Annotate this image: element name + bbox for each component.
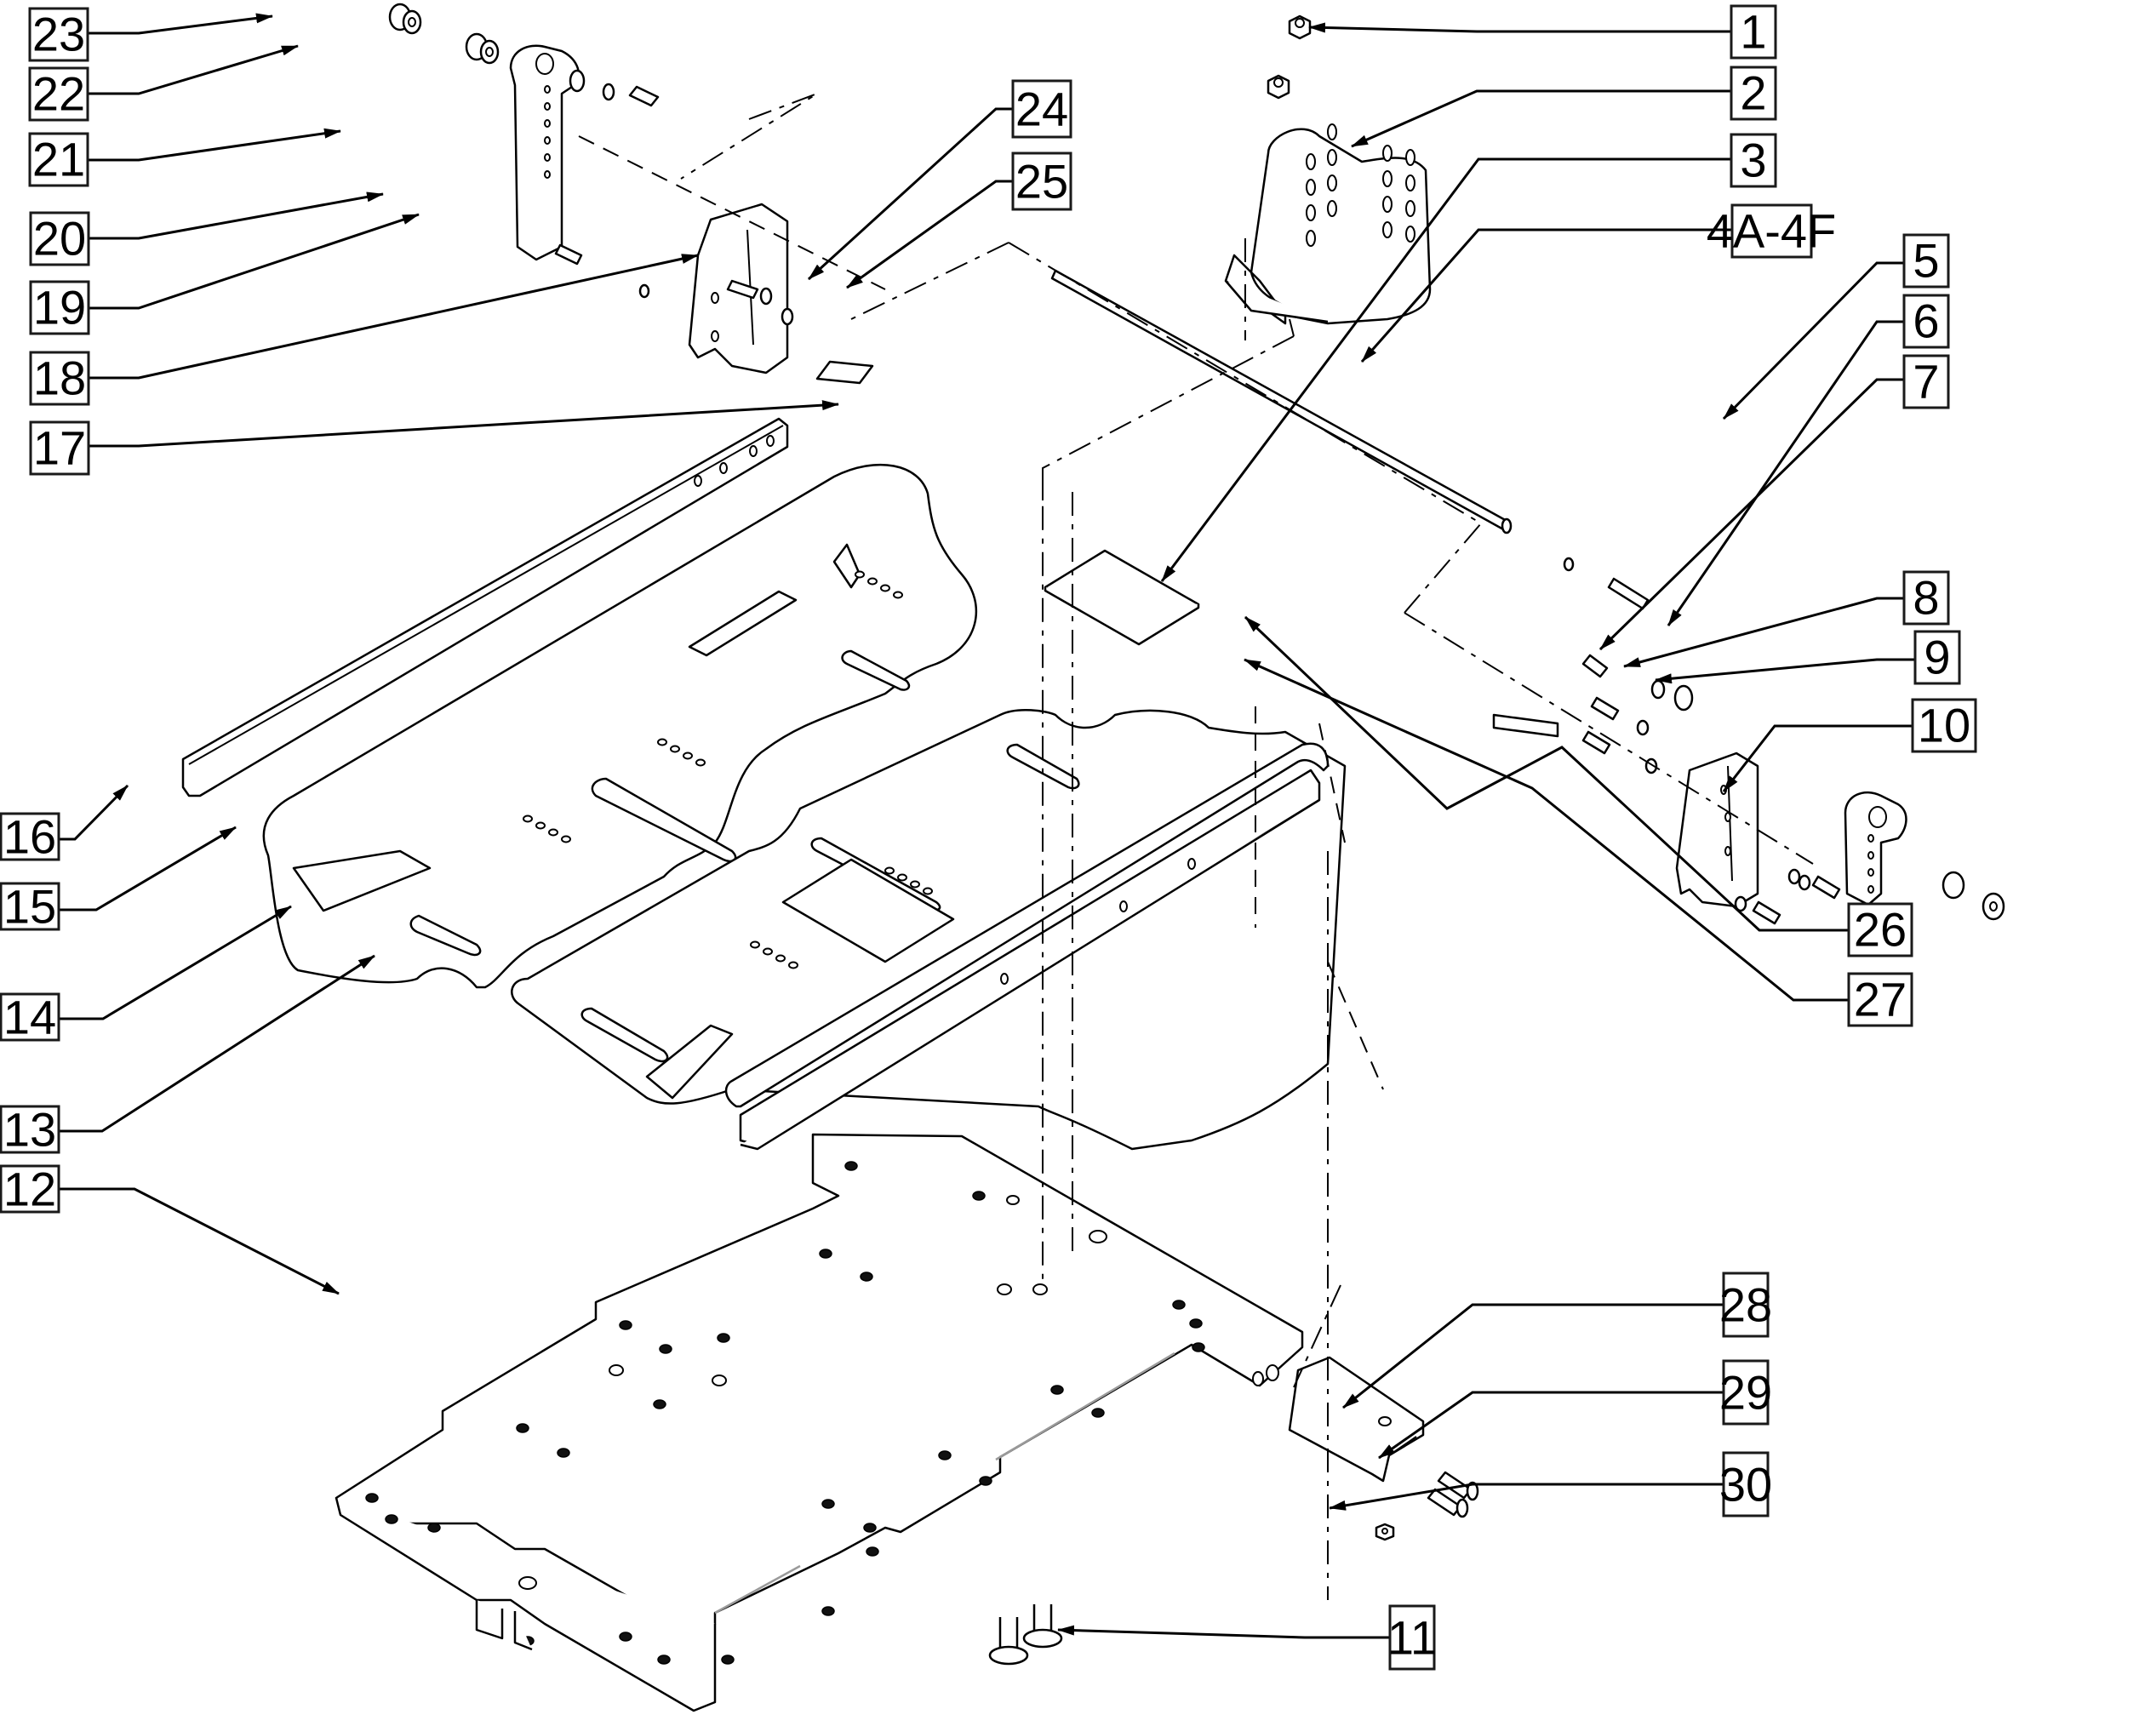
left-hardware — [554, 69, 874, 385]
callout-6[interactable]: 6 — [1667, 294, 1950, 626]
pad-part — [1044, 549, 1200, 646]
callout-5[interactable]: 5 — [1722, 233, 1950, 420]
callout-15[interactable]: 15 — [0, 826, 237, 934]
svg-text:12: 12 — [3, 1163, 56, 1216]
svg-text:23: 23 — [32, 8, 85, 61]
svg-text:30: 30 — [1719, 1458, 1772, 1512]
right-adjustment-arm-part — [1844, 791, 1907, 906]
callout-10[interactable]: 10 — [1722, 698, 1977, 792]
svg-text:27: 27 — [1854, 973, 1907, 1026]
callout-17[interactable]: 17 — [29, 400, 839, 476]
bracket-holes — [1306, 123, 1415, 247]
svg-text:20: 20 — [33, 212, 86, 266]
callout-26[interactable]: 26 — [1244, 615, 1913, 957]
callout-16[interactable]: 16 — [0, 784, 129, 864]
callout-8[interactable]: 8 — [1623, 570, 1950, 668]
svg-text:3: 3 — [1740, 134, 1766, 187]
left-seat-pan-part — [262, 464, 978, 989]
svg-text:17: 17 — [33, 421, 86, 475]
callout-4A-4F[interactable]: 4A-4F — [1360, 203, 1837, 363]
callout-20[interactable]: 20 — [29, 191, 384, 266]
callout-30[interactable]: 30 — [1329, 1451, 1772, 1517]
svg-text:6: 6 — [1913, 294, 1939, 348]
svg-text:29: 29 — [1719, 1366, 1772, 1420]
svg-text:9: 9 — [1924, 631, 1950, 684]
right-side-rail-part — [739, 769, 1321, 1151]
callout-2[interactable]: 2 — [1351, 66, 1777, 148]
svg-text:26: 26 — [1854, 903, 1907, 957]
svg-text:25: 25 — [1015, 155, 1068, 209]
callout-12[interactable]: 12 — [0, 1163, 340, 1295]
rod-part — [1050, 269, 1513, 534]
svg-text:18: 18 — [33, 351, 86, 405]
right-rail-holes — [1000, 858, 1196, 985]
svg-text:19: 19 — [33, 281, 86, 334]
svg-text:8: 8 — [1913, 571, 1939, 625]
svg-text:14: 14 — [3, 991, 56, 1044]
right-hardware — [1492, 557, 2005, 925]
nut-30 — [1375, 1523, 1395, 1541]
svg-text:15: 15 — [3, 880, 56, 934]
callout-7[interactable]: 7 — [1598, 354, 1950, 651]
svg-text:1: 1 — [1740, 5, 1766, 59]
wedge-bracket-part — [1288, 1356, 1425, 1483]
svg-text:5: 5 — [1913, 234, 1939, 288]
lock-nuts-part — [1267, 14, 1312, 100]
screws-29 — [1427, 1471, 1479, 1518]
callout-18[interactable]: 18 — [29, 254, 699, 406]
callout-19[interactable]: 19 — [29, 213, 420, 335]
callout-14[interactable]: 14 — [0, 905, 292, 1044]
callout-21[interactable]: 21 — [28, 128, 341, 187]
svg-text:10: 10 — [1918, 699, 1970, 752]
left-pan-holes — [523, 570, 903, 843]
callout-23[interactable]: 23 — [28, 7, 273, 62]
right-hinge-bracket-part — [1675, 752, 1759, 908]
drawing — [181, 3, 2005, 1712]
svg-text:11: 11 — [1387, 1611, 1437, 1665]
callout-22[interactable]: 22 — [28, 44, 299, 122]
screws-11 — [988, 1604, 1063, 1666]
svg-text:4A-4F: 4A-4F — [1707, 204, 1837, 258]
callout-13[interactable]: 13 — [0, 954, 375, 1157]
right-seat-pan-part — [511, 708, 1347, 1151]
svg-text:13: 13 — [3, 1103, 56, 1157]
base-plate-holes — [365, 1161, 1279, 1665]
callout-24[interactable]: 24 — [807, 79, 1072, 281]
left-side-rail-part — [181, 417, 789, 797]
svg-text:16: 16 — [3, 810, 56, 864]
svg-text:21: 21 — [32, 133, 85, 186]
svg-text:2: 2 — [1740, 66, 1766, 120]
right-pan-holes — [750, 866, 933, 969]
bushings-left — [388, 3, 500, 65]
svg-text:22: 22 — [32, 67, 85, 121]
svg-text:24: 24 — [1015, 83, 1068, 136]
callout-28[interactable]: 28 — [1342, 1272, 1772, 1409]
left-rail-holes — [694, 435, 775, 487]
center-rail-part — [724, 742, 1330, 1108]
callout-29[interactable]: 29 — [1378, 1359, 1772, 1460]
construction-lines — [578, 93, 1814, 1600]
callout-9[interactable]: 9 — [1655, 630, 1961, 685]
callout-27[interactable]: 27 — [1244, 658, 1913, 1027]
callout-25[interactable]: 25 — [846, 151, 1072, 289]
callout-11[interactable]: 11 — [1057, 1604, 1437, 1671]
svg-text:7: 7 — [1913, 355, 1939, 409]
callout-3[interactable]: 3 — [1160, 133, 1777, 582]
side-bracket-part — [1224, 123, 1432, 325]
left-adjustment-arm-part — [509, 44, 580, 261]
callout-1[interactable]: 1 — [1308, 4, 1777, 60]
base-plate-part — [335, 1133, 1304, 1712]
svg-text:28: 28 — [1719, 1278, 1772, 1332]
callouts: 23 22 21 20 19 18 17 — [0, 4, 1977, 1671]
